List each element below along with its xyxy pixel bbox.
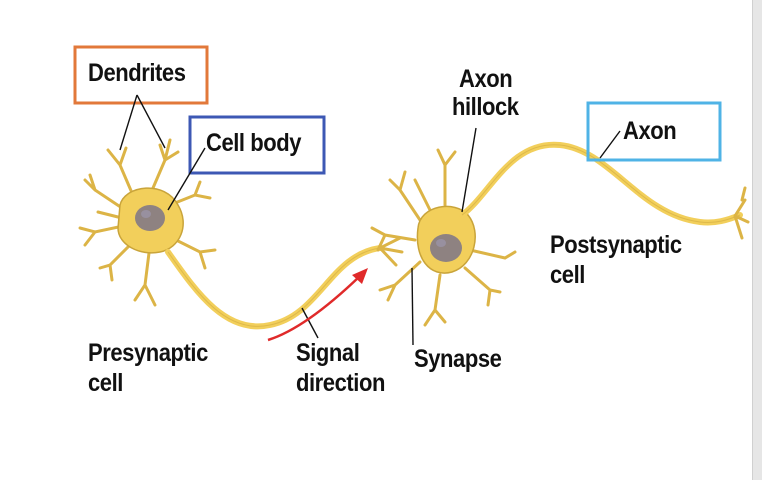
label-dendrites: Dendrites: [88, 59, 186, 87]
signal-direction-arrow: [267, 268, 368, 342]
axon-box: [586, 101, 722, 162]
postsynaptic-nucleus: [430, 234, 462, 262]
postsynaptic-dendrites: [370, 148, 517, 327]
label-postsynaptic-line2: cell: [550, 261, 585, 289]
presynaptic-nucleus: [135, 205, 165, 231]
postsynaptic-neuron: [370, 141, 750, 327]
axon-terminals: [378, 236, 404, 267]
axon-terminal-branches: [733, 186, 750, 240]
vertical-scrollbar[interactable]: [752, 0, 762, 480]
label-postsynaptic-line1: Postsynaptic: [550, 231, 682, 259]
leader-lines: [119, 94, 621, 346]
label-synapse: Synapse: [414, 345, 502, 373]
presynaptic-dendrites: [78, 138, 217, 307]
label-signal-line1: Signal: [296, 339, 360, 367]
label-presynaptic-line2: cell: [88, 369, 123, 397]
label-axon: Axon: [623, 117, 677, 145]
presynaptic-neuron: [78, 138, 404, 330]
label-axon-hillock-line1: Axon: [459, 65, 513, 93]
label-axon-hillock-line2: hillock: [452, 93, 519, 121]
label-presynaptic-line1: Presynaptic: [88, 339, 208, 367]
label-signal-line2: direction: [296, 369, 385, 397]
label-cell-body: Cell body: [206, 129, 302, 157]
cell-body-box: [188, 115, 326, 175]
